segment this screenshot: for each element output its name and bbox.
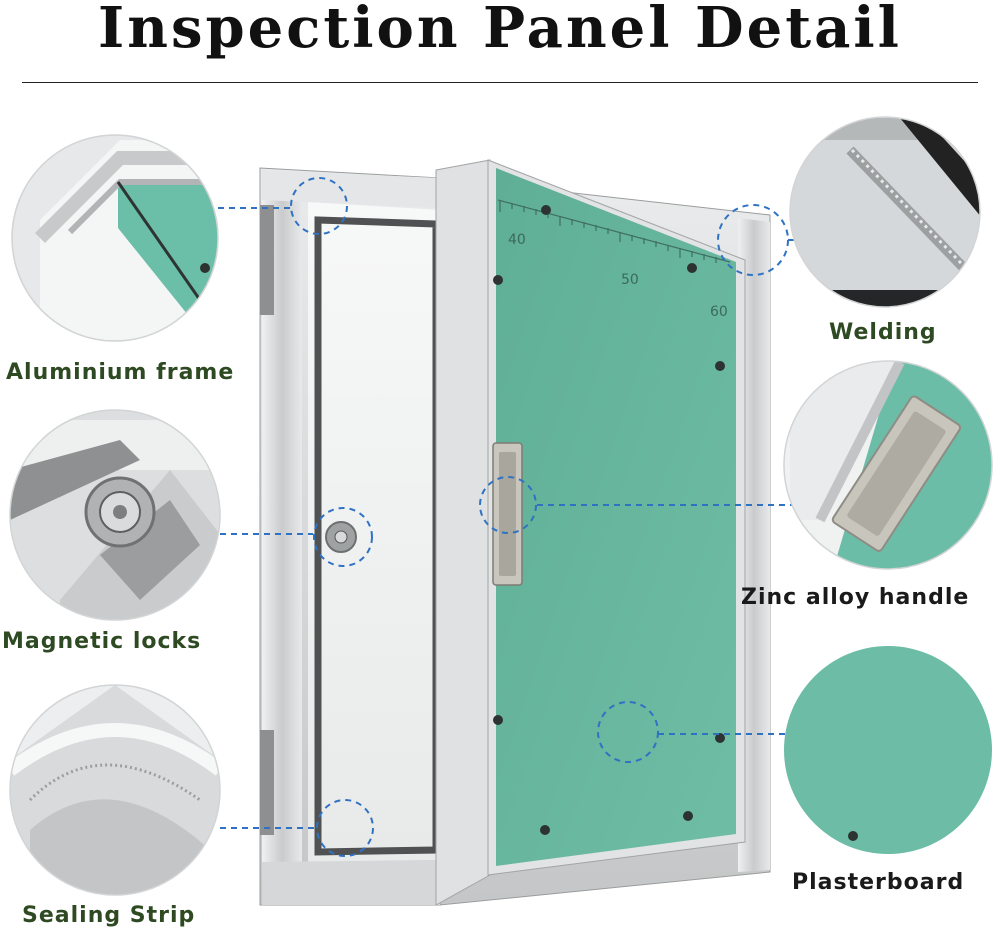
- label-plasterboard: Plasterboard: [792, 870, 965, 895]
- magnetic-lock: [325, 521, 357, 553]
- label-sealing-strip: Sealing Strip: [22, 903, 196, 928]
- ruler-mark-40: 40: [508, 232, 526, 248]
- label-magnetic-locks: Magnetic locks: [2, 629, 202, 654]
- detail-sealing-strip: [9, 684, 221, 896]
- detail-aluminium-frame: [11, 134, 219, 342]
- label-zinc-alloy-handle: Zinc alloy handle: [741, 585, 970, 610]
- door-panel: [435, 159, 746, 906]
- ruler-mark-50: 50: [621, 272, 639, 288]
- detail-magnetic-locks: [9, 409, 221, 621]
- label-welding: Welding: [829, 320, 937, 345]
- label-aluminium-frame: Aluminium frame: [6, 360, 235, 385]
- page-title: Inspection Panel Detail: [98, 0, 902, 61]
- detail-welding: [789, 116, 981, 308]
- title-divider: [22, 82, 978, 83]
- detail-plasterboard: [784, 646, 992, 854]
- detail-zinc-alloy-handle: [783, 360, 993, 570]
- ruler-mark-60: 60: [710, 304, 728, 320]
